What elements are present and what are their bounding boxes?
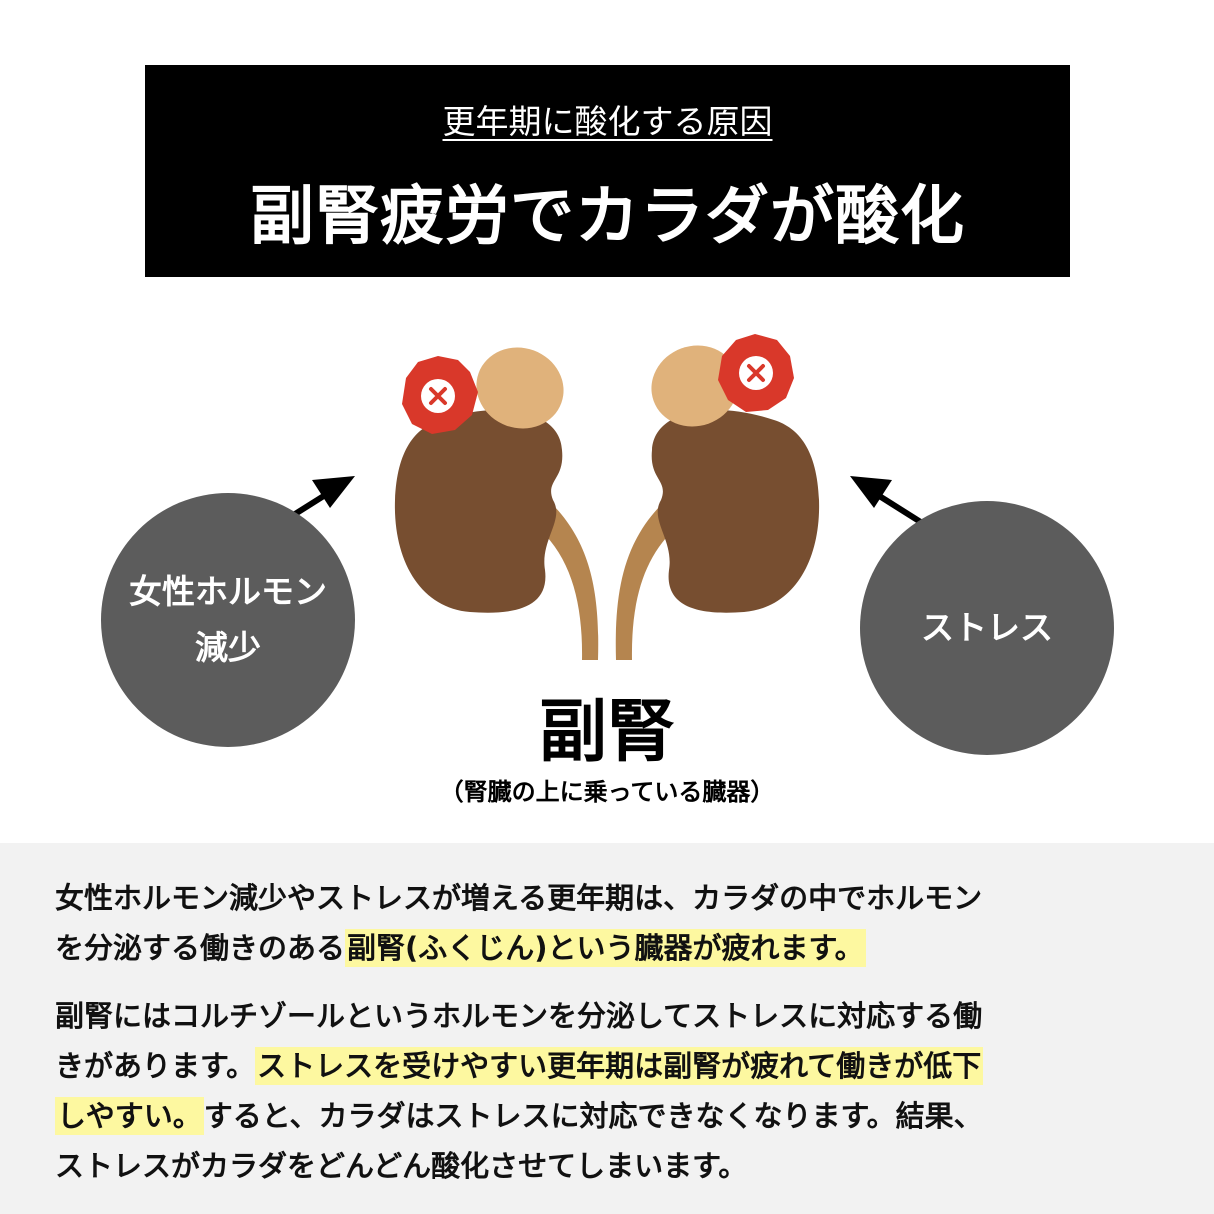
subtitle: 更年期に酸化する原因: [442, 102, 773, 141]
text-line: 女性ホルモン減少やストレスが増える更年期は、カラダの中でホルモン: [55, 873, 982, 923]
x-mark-badge-icon: [402, 356, 478, 434]
x-mark-badge-icon: [718, 334, 794, 412]
organ-name: 副腎: [538, 693, 675, 772]
kidney-right: [651, 410, 820, 613]
ureter-left: [535, 500, 599, 660]
text-line: 副腎にはコルチゾールというホルモンを分泌してストレスに対応する働: [55, 991, 983, 1041]
ureter-right: [615, 500, 679, 660]
text-segment: を分泌する働きのある: [55, 931, 346, 965]
highlighted-text: ストレスを受けやすい更年期は副腎が疲れて働きが低下: [255, 1047, 984, 1085]
text-line: きがあります。ストレスを受けやすい更年期は副腎が疲れて働きが低下: [55, 1041, 984, 1091]
paragraph: 女性ホルモン減少やストレスが増える更年期は、カラダの中でホルモンを分泌する働きの…: [55, 873, 982, 973]
highlighted-text: 副腎(ふくじん)という臓器が疲れます。: [345, 929, 866, 967]
text-line: を分泌する働きのある副腎(ふくじん)という臓器が疲れます。: [55, 923, 982, 973]
circle-label: 減少: [195, 628, 261, 667]
paragraph: 副腎にはコルチゾールというホルモンを分泌してストレスに対応する働きがあります。ス…: [55, 991, 984, 1191]
text-segment: 女性ホルモン減少やストレスが増える更年期は、カラダの中でホルモン: [55, 881, 983, 915]
adrenal-right: [651, 345, 739, 427]
organ-caption: （腎臓の上に乗っている臓器）: [439, 778, 775, 806]
page-title: 副腎疲労でカラダが酸化: [250, 180, 965, 254]
circle-label: ストレス: [921, 608, 1053, 647]
text-line: しやすい。すると、カラダはストレスに対応できなくなります。結果、: [55, 1091, 983, 1141]
text-segment: すると、カラダはストレスに対応できなくなります。結果、: [203, 1099, 983, 1133]
text-segment: 副腎にはコルチゾールというホルモンを分泌してストレスに対応する働: [55, 999, 983, 1033]
text-line: ストレスがカラダをどんどん酸化させてしまいます。: [55, 1141, 983, 1191]
stress-circle: ストレス: [860, 501, 1114, 755]
adrenal-left: [476, 347, 564, 429]
highlighted-text: しやすい。: [55, 1097, 204, 1135]
adrenal-illustration: [228, 334, 975, 660]
kidney-left: [394, 410, 563, 613]
text-segment: ストレスがカラダをどんどん酸化させてしまいます。: [55, 1149, 748, 1183]
explanation-panel: 女性ホルモン減少やストレスが増える更年期は、カラダの中でホルモンを分泌する働きの…: [0, 843, 1214, 1214]
header-banner: 更年期に酸化する原因 副腎疲労でカラダが酸化: [145, 65, 1070, 277]
text-segment: きがあります。: [55, 1049, 256, 1083]
female-hormone-decrease-circle: 女性ホルモン 減少: [101, 493, 355, 747]
circle-label: 女性ホルモン: [129, 572, 327, 611]
